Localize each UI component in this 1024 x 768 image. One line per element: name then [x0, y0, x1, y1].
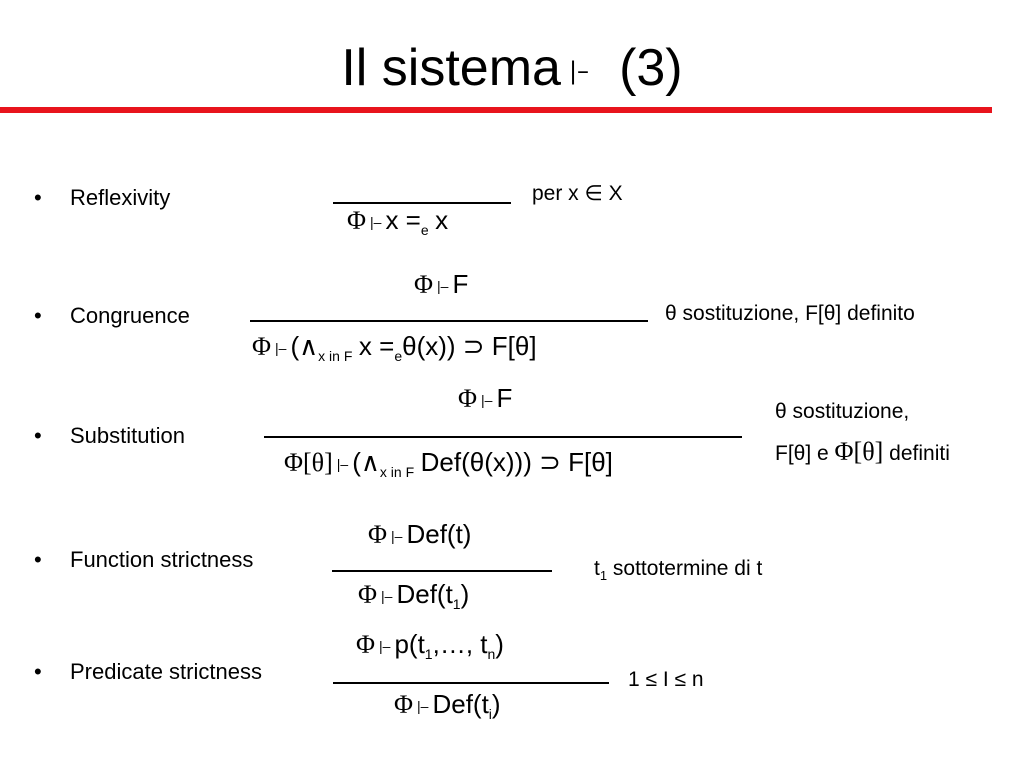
side-condition-substitution-2: F[θ] e Φ[θ] definiti: [775, 438, 950, 468]
turnstile-symbol: |–: [568, 57, 590, 86]
bullet-predicate-strictness: • Predicate strictness: [0, 658, 262, 686]
turnstile-symbol: |–: [370, 214, 382, 230]
side-condition-function-strictness: t1 sottotermine di t: [594, 555, 762, 590]
note-text: t: [594, 557, 600, 580]
side-condition-congruence: θ sostituzione, F[θ] definito: [665, 302, 915, 325]
rule-name: Function strictness: [70, 547, 254, 572]
formula-text: θ(x)) ⊃ F[θ]: [402, 331, 537, 361]
title-underline: [0, 107, 992, 113]
bullet-dot: •: [34, 659, 42, 684]
slide-title: Il sistema|– (3): [0, 28, 1024, 111]
formula-text: F: [452, 269, 469, 299]
bullet-congruence: • Congruence: [0, 302, 190, 330]
bullet-dot: •: [34, 423, 42, 448]
rule-name: Predicate strictness: [70, 659, 262, 684]
turnstile-symbol: |–: [437, 278, 449, 294]
note-text: F[θ] e: [775, 442, 829, 465]
phi-symbol: Φ: [347, 206, 367, 235]
formula-text: (∧: [290, 331, 319, 361]
bullet-dot: •: [34, 185, 42, 210]
premise-congruence: Φ|–F: [414, 268, 468, 302]
rule-name: Reflexivity: [70, 185, 171, 210]
turnstile-symbol: |–: [481, 392, 493, 408]
rule-name: Congruence: [70, 303, 190, 328]
turnstile-symbol: |–: [417, 698, 429, 714]
formula-subscript: e: [420, 222, 429, 239]
phi-symbol: Φ: [252, 332, 272, 361]
phi-symbol: Φ: [356, 630, 376, 659]
conclusion-function-strictness: Φ|–Def(t1): [358, 578, 469, 620]
formula-text: p(t: [394, 629, 425, 659]
formula-text: F: [496, 383, 513, 413]
phi-symbol: Φ: [358, 580, 378, 609]
bullet-dot: •: [34, 547, 42, 572]
title-number: (3): [619, 39, 683, 97]
conclusion-predicate-strictness: Φ|–Def(ti): [394, 688, 501, 730]
conclusion-congruence: Φ|–(∧x in F x =eθ(x)) ⊃ F[θ]: [252, 330, 537, 372]
formula-text: Def(t: [396, 579, 453, 609]
turnstile-symbol: |–: [275, 340, 287, 356]
turnstile-symbol: |–: [391, 528, 403, 544]
bullet-substitution: • Substitution: [0, 422, 185, 450]
formula-text: Def(t): [406, 519, 472, 549]
phi-symbol: Φ: [394, 690, 414, 719]
formula-subscript: n: [487, 646, 496, 663]
note-text: sottotermine di t: [612, 557, 763, 580]
title-text: Il sistema: [341, 39, 561, 97]
formula-subscript: 1: [424, 646, 433, 663]
formula-text: x =: [358, 331, 395, 361]
formula-text: x: [435, 205, 449, 235]
conclusion-substitution: Φ[θ]|–(∧x in F Def(θ(x))) ⊃ F[θ]: [284, 446, 613, 488]
side-condition-predicate-strictness: 1 ≤ I ≤ n: [628, 668, 704, 691]
formula-text: ): [495, 629, 504, 659]
rule-name: Substitution: [70, 423, 185, 448]
premise-substitution: Φ|–F: [458, 382, 512, 416]
inference-line: [332, 570, 552, 572]
formula-text: Def(t: [432, 689, 489, 719]
formula-text: ): [491, 689, 501, 719]
phi-symbol: Φ[θ]: [284, 448, 333, 477]
conclusion-reflexivity: Φ|–x =e x: [347, 204, 448, 246]
formula-text: (∧: [352, 447, 380, 477]
premise-function-strictness: Φ|–Def(t): [368, 518, 471, 552]
inference-line: [333, 682, 609, 684]
side-condition-reflexivity: per x ∈ X: [532, 182, 623, 205]
side-condition-substitution-1: θ sostituzione,: [775, 400, 910, 423]
bullet-dot: •: [34, 303, 42, 328]
note-text: definiti: [889, 442, 950, 465]
bullet-reflexivity: • Reflexivity: [0, 184, 170, 212]
inference-line: [250, 320, 648, 322]
bullet-function-strictness: • Function strictness: [0, 546, 253, 574]
formula-subscript: x in F: [379, 464, 415, 481]
phi-symbol: Φ: [368, 520, 388, 549]
formula-text: x =: [385, 205, 421, 235]
note-subscript: 1: [599, 568, 608, 584]
formula-subscript: x in F: [318, 348, 353, 365]
formula-text: Def(θ(x))) ⊃ F[θ]: [420, 447, 613, 477]
formula-subscript: e: [394, 348, 403, 365]
phi-symbol: Φ: [414, 270, 434, 299]
formula-text: ,…, t: [432, 629, 488, 659]
inference-line: [264, 436, 742, 438]
turnstile-symbol: |–: [381, 588, 393, 604]
turnstile-symbol: |–: [336, 456, 349, 472]
phi-symbol: Φ: [458, 384, 478, 413]
formula-text: ): [460, 579, 470, 609]
turnstile-symbol: |–: [379, 638, 391, 654]
premise-predicate-strictness: Φ|–p(t1,…, tn): [356, 628, 504, 670]
formula-subscript: i: [488, 706, 492, 723]
phi-symbol: Φ[θ]: [834, 437, 884, 466]
formula-subscript: 1: [452, 596, 461, 613]
inference-line: [333, 202, 511, 204]
